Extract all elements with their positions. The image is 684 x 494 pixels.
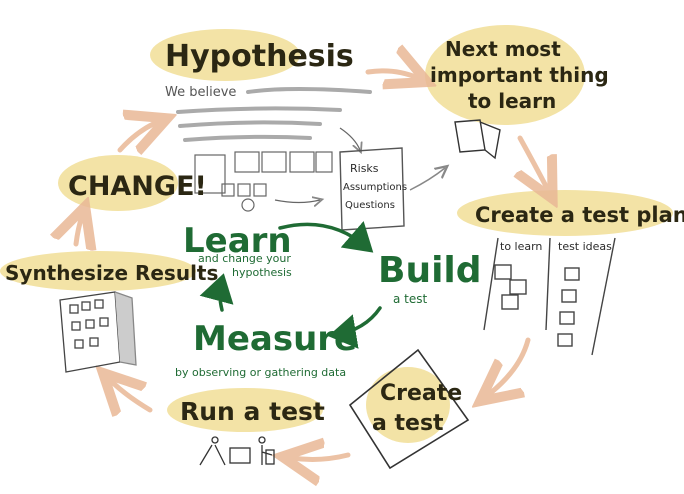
build-title: Build — [378, 250, 482, 291]
measure-sub: by observing or gathering data — [175, 366, 346, 379]
sketch-smiley — [241, 198, 255, 212]
sketch-card-5 — [315, 151, 333, 173]
idea-1 — [564, 267, 580, 281]
idea-3 — [559, 311, 575, 325]
risks-note-border — [339, 147, 405, 231]
board-shadow — [114, 291, 137, 366]
create-test-line1: Create — [380, 381, 462, 406]
note-2 — [509, 279, 527, 295]
cycle-arrows — [76, 71, 548, 460]
create-test-line2: a test — [372, 411, 444, 436]
idea-4 — [557, 333, 573, 347]
risks-line1: Risks — [350, 162, 379, 175]
sketch-card-1 — [194, 154, 226, 194]
next-line3: to learn — [468, 89, 556, 113]
sketch-card-2 — [234, 151, 260, 173]
create-test-frame — [348, 348, 470, 470]
learn-title: Learn — [183, 221, 292, 261]
risks-line2: Assumptions — [343, 182, 407, 193]
highlight-run — [167, 388, 323, 432]
idea-2 — [561, 289, 577, 303]
arrow-build-to-measure — [328, 306, 382, 349]
hypothesis-sketches — [194, 127, 360, 212]
test-plan-board — [483, 237, 616, 356]
hypothesis-scribble-lines — [176, 87, 372, 142]
arrow-create-to-run — [292, 455, 351, 459]
next-line1: Next most — [445, 37, 561, 61]
build-sub: a test — [393, 292, 428, 306]
note-3 — [501, 294, 519, 310]
highlight-create — [366, 367, 450, 443]
sketch-card-4 — [289, 151, 315, 173]
board-line-left — [483, 237, 499, 331]
sketch-card-6 — [221, 183, 235, 197]
arrow-hypothesis-to-next — [365, 71, 418, 78]
green-cycle-arrows — [199, 221, 382, 349]
sketch-card-3 — [261, 151, 287, 173]
note-1 — [494, 264, 512, 280]
sketch-arrow-down — [339, 127, 360, 150]
test-ideas-label: test ideas — [558, 240, 612, 253]
change-title: CHANGE! — [68, 171, 207, 202]
arrow-run-to-synth — [110, 380, 153, 410]
risks-line3: Questions — [345, 200, 395, 211]
risks-arrow — [409, 168, 445, 191]
arrow-learn-to-build — [278, 221, 374, 253]
highlight-next — [425, 25, 585, 125]
sketch-card-8 — [253, 183, 267, 197]
highlight-synth — [0, 251, 196, 291]
highlight-blobs — [0, 25, 673, 443]
arrow-next-to-plan — [520, 135, 548, 190]
sketch-arrow-right — [274, 200, 320, 203]
sketch-card-7 — [237, 183, 251, 197]
run-test-title: Run a test — [180, 397, 325, 426]
create-plan-title: Create a test plan — [475, 203, 684, 227]
learn-sub1: and change your — [198, 252, 291, 265]
arrow-change-to-hypothesis — [117, 122, 158, 150]
learn-sub2: hypothesis — [232, 266, 292, 279]
arrow-measure-to-learn — [199, 273, 234, 312]
highlight-hypothesis — [150, 29, 300, 81]
board-line-mid — [545, 237, 551, 331]
arrow-synth-to-change — [76, 216, 82, 244]
next-line2: important thing — [430, 63, 609, 87]
risks-note: Risks Assumptions Questions — [339, 147, 445, 231]
hypothesis-title: Hypothesis — [165, 39, 354, 74]
synthesize-title: Synthesize Results — [5, 261, 218, 285]
people-testing-icon — [199, 436, 275, 466]
synthesis-board — [59, 291, 137, 373]
measure-title: Measure — [193, 319, 357, 359]
board-line-right — [591, 237, 616, 356]
highlight-plan — [457, 190, 673, 236]
book-icon — [454, 119, 501, 160]
we-believe-label: We believe — [165, 85, 236, 100]
to-learn-label: to learn — [500, 240, 542, 253]
arrow-plan-to-create — [488, 337, 531, 395]
